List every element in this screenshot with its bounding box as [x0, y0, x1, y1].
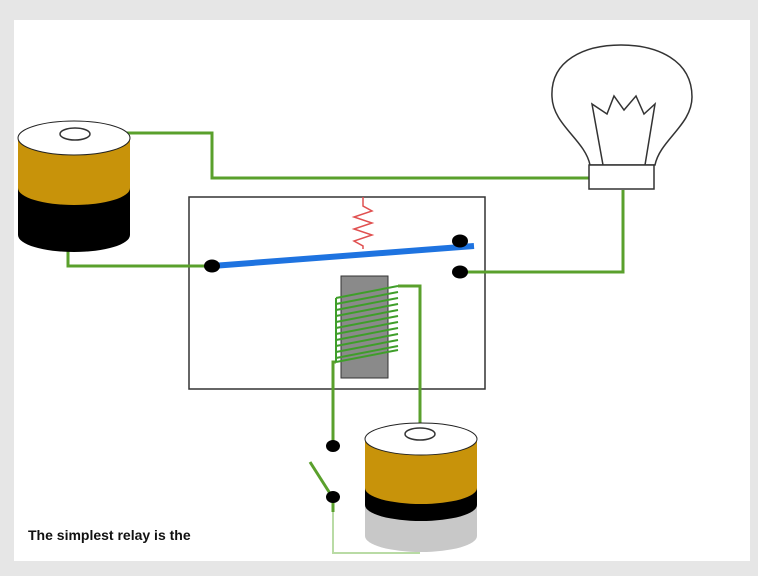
spring-icon: [351, 197, 375, 249]
left-battery-icon: [17, 120, 131, 252]
iron-core: [340, 275, 389, 379]
coil-icon: [335, 285, 399, 363]
switch-icon: [308, 440, 340, 503]
pivot-terminal: [204, 259, 220, 273]
wire-switch-to-battery: [332, 512, 420, 554]
light-bulb-icon: [551, 44, 693, 190]
bulb-base: [588, 164, 655, 190]
wire-coil-to-battery: [398, 284, 422, 432]
lower-contact: [452, 265, 468, 279]
switch-upper-terminal: [326, 440, 340, 452]
right-battery-icon: [364, 422, 478, 552]
wire-bulb-to-contact: [460, 190, 625, 274]
caption-text: The simplest relay is the: [28, 527, 191, 543]
upper-contact: [452, 234, 468, 248]
wire-battery-to-pivot: [66, 250, 212, 268]
switch-lower-terminal: [326, 491, 340, 503]
armature-bar: [211, 243, 475, 269]
wire-battery-to-bulb: [77, 131, 593, 180]
